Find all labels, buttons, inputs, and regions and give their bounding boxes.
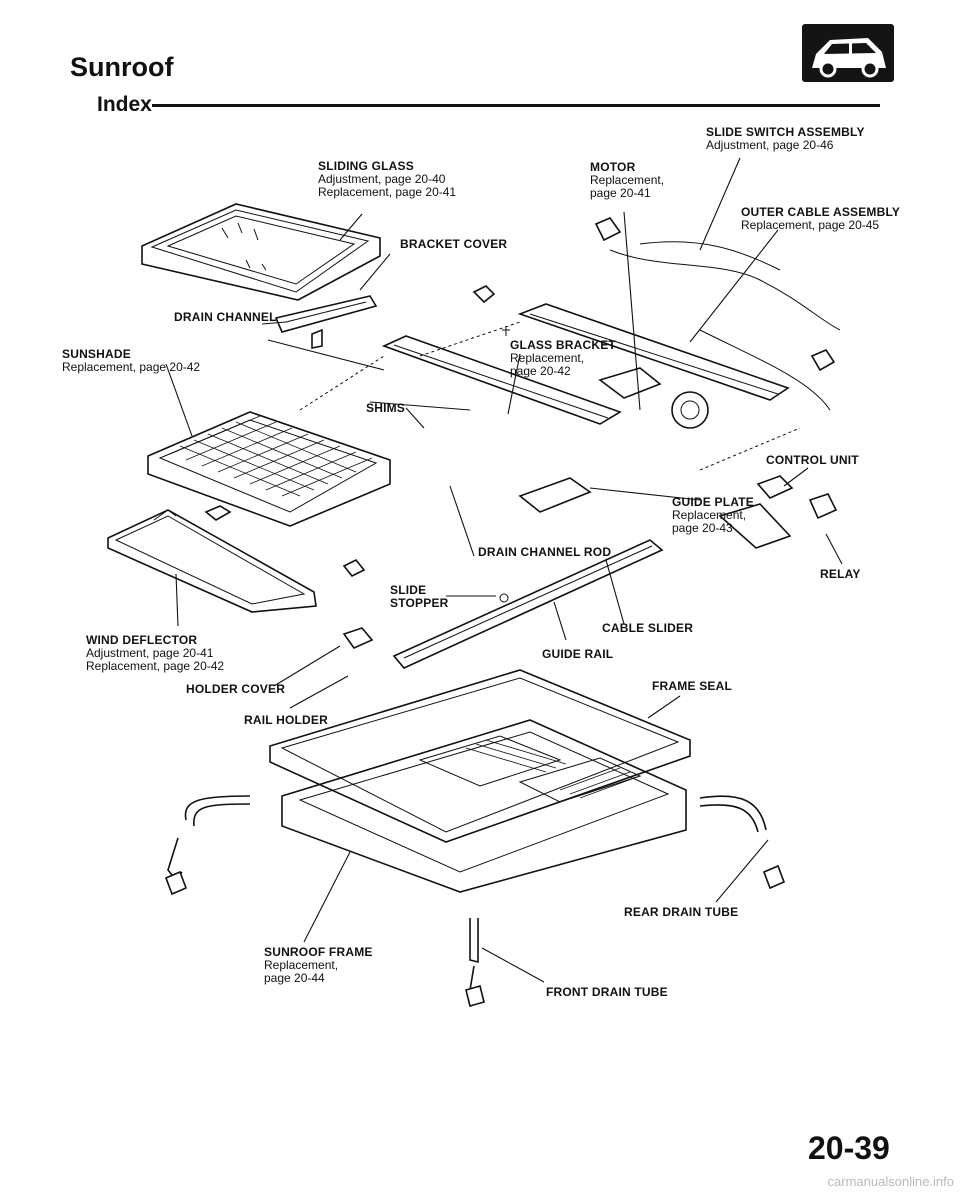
label-control-unit: CONTROL UNIT [766, 454, 859, 467]
label-guide-plate: GUIDE PLATE Replacement, page 20-43 [672, 496, 754, 535]
sliding-glass-part [141, 203, 381, 301]
glass-bracket-ref-1: Replacement, [510, 351, 585, 365]
guide-rail-part [392, 539, 664, 669]
wind-deflector-name: WIND DEFLECTOR [86, 633, 198, 647]
slide-stopper-name-2: STOPPER [390, 596, 449, 610]
guide-plate-part [518, 477, 792, 549]
label-wind-deflector: WIND DEFLECTOR Adjustment, page 20-41 Re… [86, 634, 224, 673]
header-rule [152, 104, 880, 107]
shims-name: SHIMS [366, 401, 406, 415]
outer-cable-assembly-name: OUTER CABLE ASSEMBLY [741, 205, 901, 219]
label-frame-seal: FRAME SEAL [652, 680, 732, 693]
sunroof-frame-ref-1: Replacement, [264, 958, 339, 972]
label-guide-rail: GUIDE RAIL [542, 648, 613, 661]
label-shims: SHIMS [366, 402, 405, 415]
car-icon [802, 24, 894, 82]
label-slide-switch-assembly: SLIDE SWITCH ASSEMBLY Adjustment, page 2… [706, 126, 865, 152]
wind-deflector-replacement: Replacement, page 20-42 [86, 659, 225, 673]
bracket-cover-name: BRACKET COVER [400, 237, 508, 251]
footer-watermark: carmanualsonline.info [827, 1174, 954, 1189]
label-slide-stopper: SLIDE STOPPER [390, 584, 449, 610]
cable-slider-name: CABLE SLIDER [602, 621, 694, 635]
sunshade-name: SUNSHADE [62, 347, 131, 361]
label-holder-cover: HOLDER COVER [186, 683, 285, 696]
small-parts [342, 558, 509, 649]
glass-bracket-name: GLASS BRACKET [510, 338, 616, 352]
guide-plate-ref-2: page 20-43 [672, 521, 733, 535]
outer-cable-part [609, 241, 841, 411]
label-sunroof-frame: SUNROOF FRAME Replacement, page 20-44 [264, 946, 373, 985]
label-outer-cable-assembly: OUTER CABLE ASSEMBLY Replacement, page 2… [741, 206, 900, 232]
rear-drain-tube-name: REAR DRAIN TUBE [624, 905, 739, 919]
page-title: Sunroof [70, 52, 174, 82]
motor-ref-1: Replacement, [590, 173, 665, 187]
control-unit-name: CONTROL UNIT [766, 453, 859, 467]
relay-name: RELAY [820, 567, 861, 581]
glass-bracket-ref-2: page 20-42 [510, 364, 571, 378]
label-motor: MOTOR Replacement, page 20-41 [590, 161, 664, 200]
slide-switch-assembly-name: SLIDE SWITCH ASSEMBLY [706, 125, 865, 139]
guide-rails-part [299, 303, 801, 471]
frame-seal-name: FRAME SEAL [652, 679, 732, 693]
slide-switch-assembly-ref: Adjustment, page 20-46 [706, 138, 834, 152]
label-front-drain-tube: FRONT DRAIN TUBE [546, 986, 668, 999]
guide-rail-name: GUIDE RAIL [542, 647, 614, 661]
sunroof-frame-part [281, 719, 687, 893]
drain-channel-rod-name: DRAIN CHANNEL ROD [478, 545, 612, 559]
label-sliding-glass: SLIDING GLASS Adjustment, page 20-40 Rep… [318, 160, 456, 199]
sunroof-frame-name: SUNROOF FRAME [264, 945, 373, 959]
label-rear-drain-tube: REAR DRAIN TUBE [624, 906, 738, 919]
label-drain-channel-rod: DRAIN CHANNEL ROD [478, 546, 611, 559]
sunshade-ref: Replacement, page 20-42 [62, 360, 201, 374]
wind-deflector-part [107, 509, 317, 613]
sunshade-part [147, 411, 391, 527]
label-cable-slider: CABLE SLIDER [602, 622, 693, 635]
label-relay: RELAY [820, 568, 861, 581]
guide-plate-ref-1: Replacement, [672, 508, 747, 522]
leader-lines [165, 157, 843, 983]
sliding-glass-adjustment: Adjustment, page 20-40 [318, 172, 446, 186]
frame-seal-part [269, 669, 691, 843]
holder-cover-name: HOLDER COVER [186, 682, 286, 696]
motor-part [594, 217, 709, 429]
wind-deflector-adjustment: Adjustment, page 20-41 [86, 646, 214, 660]
label-sunshade: SUNSHADE Replacement, page 20-42 [62, 348, 200, 374]
outer-cable-assembly-ref: Replacement, page 20-45 [741, 218, 880, 232]
bracket-cover-part [472, 285, 510, 336]
slide-stopper-name-1: SLIDE [390, 583, 427, 597]
label-glass-bracket: GLASS BRACKET Replacement, page 20-42 [510, 339, 616, 378]
drain-tubes-part [164, 795, 786, 1007]
control-unit-part [756, 475, 838, 520]
label-rail-holder: RAIL HOLDER [244, 714, 328, 727]
front-drain-tube-name: FRONT DRAIN TUBE [546, 985, 668, 999]
drain-channel-part [274, 295, 378, 349]
guide-plate-name: GUIDE PLATE [672, 495, 754, 509]
sliding-glass-name: SLIDING GLASS [318, 159, 414, 173]
motor-ref-2: page 20-41 [590, 186, 651, 200]
motor-name: MOTOR [590, 160, 636, 174]
label-drain-channel: DRAIN CHANNEL [174, 311, 277, 324]
sliding-glass-replacement: Replacement, page 20-41 [318, 185, 457, 199]
page-number: 20-39 [808, 1130, 890, 1166]
label-bracket-cover: BRACKET COVER [400, 238, 507, 251]
drain-channel-name: DRAIN CHANNEL [174, 310, 277, 324]
rail-holder-name: RAIL HOLDER [244, 713, 328, 727]
section-subtitle: Index [97, 93, 152, 116]
sunroof-frame-ref-2: page 20-44 [264, 971, 325, 985]
